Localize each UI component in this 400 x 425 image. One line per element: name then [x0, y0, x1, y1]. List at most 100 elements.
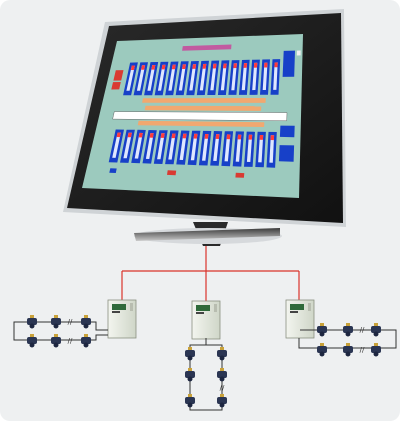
detector-sensor [29, 342, 35, 348]
loop-left-wire [13, 321, 108, 341]
tile-gauge [273, 62, 278, 90]
screen-content [108, 44, 301, 178]
control-panel-hinge [130, 303, 133, 311]
tile-indicator [233, 63, 237, 69]
tile-indicator [171, 64, 176, 70]
control-panel-display [112, 304, 126, 310]
detector-body [51, 337, 61, 344]
tile-gauge [262, 62, 268, 90]
detector-cap [220, 347, 224, 350]
screen-bottom-badge-blue [109, 168, 117, 173]
tile-indicator [215, 134, 220, 139]
detector-cap [374, 343, 378, 346]
control-panel-hinge [214, 304, 217, 312]
control-panel-hinge [308, 303, 311, 311]
detector-cap [320, 323, 324, 326]
tile-gauge [258, 135, 264, 163]
tile-gauge [179, 133, 187, 160]
screen-central-band [112, 111, 288, 122]
tile-gauge [157, 133, 165, 160]
detector-body [371, 326, 381, 333]
monitor [63, 9, 346, 246]
tile-indicator [138, 132, 143, 138]
tile-indicator [264, 62, 268, 68]
wire-break-mark: // [360, 346, 365, 354]
tile-gauge [269, 135, 275, 163]
screen-alarm-block-bottom [111, 82, 121, 90]
gas-detector [371, 323, 381, 337]
tile-indicator [116, 132, 121, 138]
detector-body [81, 318, 91, 325]
detector-sensor [219, 402, 225, 408]
detector-cap [54, 334, 58, 337]
tile-gauge [190, 133, 198, 161]
screen-status-strip-1 [142, 98, 266, 103]
tile-gauge [231, 63, 237, 91]
detector-body [317, 326, 327, 333]
detector-cap [30, 315, 34, 318]
detector-loop-right: //// [298, 323, 397, 357]
detector-cap [54, 315, 58, 318]
control-panel [107, 299, 137, 339]
control-panel-display [196, 305, 210, 311]
detector-cap [320, 343, 324, 346]
tile-gauge [147, 65, 156, 91]
detector-sensor [319, 351, 325, 357]
screen-lower-legend-2 [278, 145, 295, 162]
detector-body [371, 346, 381, 353]
tile-indicator [182, 133, 187, 139]
tile-indicator [192, 64, 197, 69]
tile-indicator [259, 135, 264, 140]
detector-sensor [187, 376, 193, 382]
screen-legend-block [282, 50, 295, 77]
tile-indicator [223, 63, 227, 69]
detector-body [317, 346, 327, 353]
control-panels [107, 299, 315, 340]
tile-gauge [126, 65, 135, 91]
tile-gauge [202, 134, 209, 161]
gas-detector [317, 323, 327, 337]
gas-detector [185, 368, 195, 382]
tile-gauge [199, 63, 207, 91]
tile-gauge [246, 134, 253, 162]
gas-detector [81, 315, 91, 329]
gas-detector [343, 343, 353, 357]
tile-gauge [210, 63, 217, 91]
gas-detector [317, 343, 327, 357]
tile-indicator [149, 133, 154, 138]
detector-loop-left: //// [13, 315, 108, 348]
detector-cap [188, 394, 192, 397]
gas-detector [371, 343, 381, 357]
detector-cap [84, 334, 88, 337]
tile-gauge [145, 133, 154, 159]
detector-cap [84, 315, 88, 318]
detector-body [343, 346, 353, 353]
tile-indicator [202, 63, 207, 69]
detector-sensor [53, 323, 59, 329]
gas-detector [185, 394, 195, 408]
detector-body [27, 337, 37, 344]
gas-detector [51, 334, 61, 348]
detector-sensor [373, 351, 379, 357]
detector-sensor [83, 323, 89, 329]
tile-gauge [241, 63, 248, 91]
wire-break-mark: // [68, 337, 73, 345]
detector-sensor [219, 376, 225, 382]
detector-sensor [53, 342, 59, 348]
tile-indicator [130, 65, 135, 70]
gas-detector [81, 334, 91, 348]
tile-indicator [161, 64, 166, 70]
screen-alarm-block-top [113, 70, 124, 81]
loop-middle-wire [189, 338, 223, 411]
monitor-stand-base-top [134, 228, 280, 241]
gas-detector [217, 368, 227, 382]
detector-cap [188, 347, 192, 350]
tile-gauge [168, 64, 176, 91]
detector-body [27, 318, 37, 325]
tile-indicator [274, 62, 278, 68]
tile-gauge [189, 64, 197, 91]
detector-sensor [83, 342, 89, 348]
screen-bottom-badge-red-2 [235, 172, 245, 178]
